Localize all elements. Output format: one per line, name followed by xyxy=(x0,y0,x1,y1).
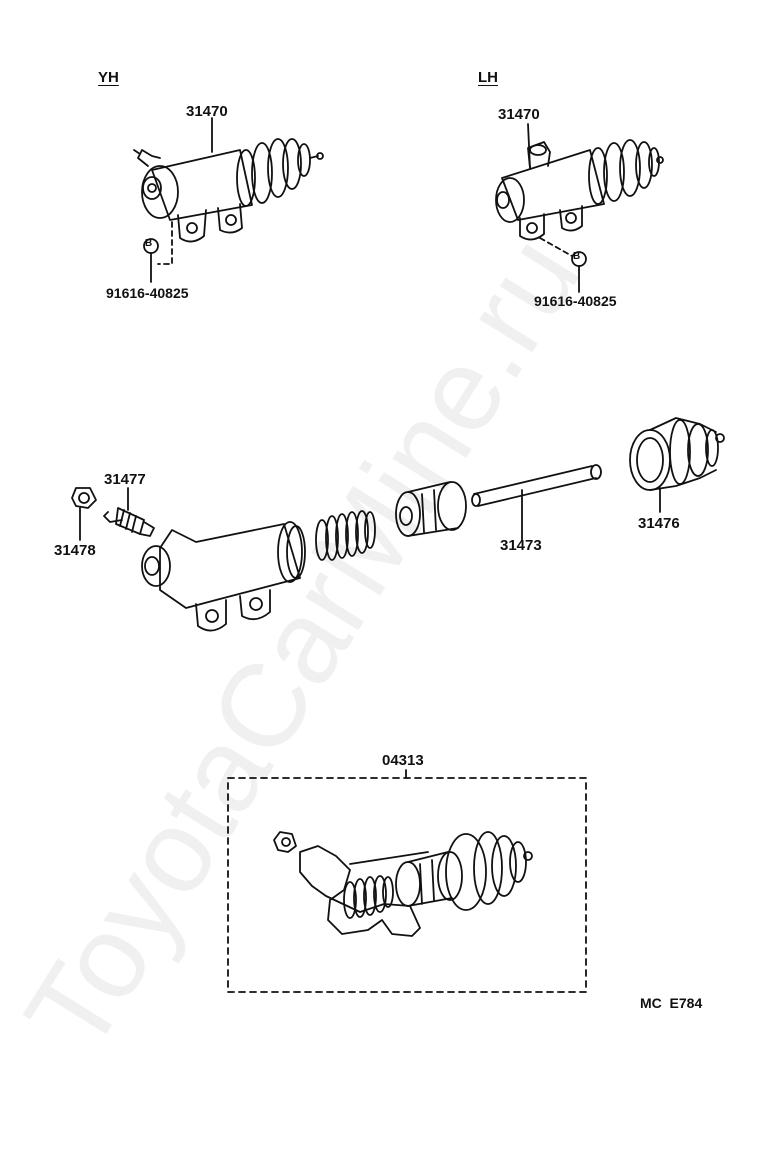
lh-cylinder-leader xyxy=(527,123,531,169)
kit-label[interactable]: 04313 xyxy=(382,752,424,769)
lh-heading: LH xyxy=(478,69,498,86)
kit-contents[interactable] xyxy=(273,831,533,937)
yh-release-cylinder[interactable] xyxy=(133,138,324,243)
yh-bolt-dashed-line xyxy=(157,221,173,265)
push-rod-31473[interactable] xyxy=(471,464,602,507)
piston[interactable] xyxy=(395,481,467,537)
bleeder-plug-31477[interactable] xyxy=(103,507,155,537)
yh-bolt-marker: B xyxy=(145,238,153,249)
bleeder-plug-label[interactable]: 31477 xyxy=(104,471,146,488)
lh-bolt-marker: B xyxy=(573,251,581,262)
kit-box xyxy=(227,777,587,993)
figure-code: MC E784 xyxy=(640,995,703,1011)
return-spring[interactable] xyxy=(315,510,376,561)
boot-label[interactable]: 31476 xyxy=(638,515,680,532)
yh-heading: YH xyxy=(98,69,119,86)
push-rod-label[interactable]: 31473 xyxy=(500,537,542,554)
yh-bolt-label[interactable]: 91616-40825 xyxy=(106,285,189,301)
bleeder-cap-label[interactable]: 31478 xyxy=(54,542,96,559)
lh-bolt-dashed-line xyxy=(539,237,573,257)
release-cylinder-body[interactable] xyxy=(141,521,306,632)
lh-cylinder-label[interactable]: 31470 xyxy=(498,106,540,123)
boot-31476[interactable] xyxy=(629,417,725,491)
bleeder-cap-31478[interactable] xyxy=(71,487,97,509)
lh-release-cylinder[interactable] xyxy=(495,139,664,241)
lh-bolt-label[interactable]: 91616-40825 xyxy=(534,293,617,309)
yh-cylinder-label[interactable]: 31470 xyxy=(186,103,228,120)
